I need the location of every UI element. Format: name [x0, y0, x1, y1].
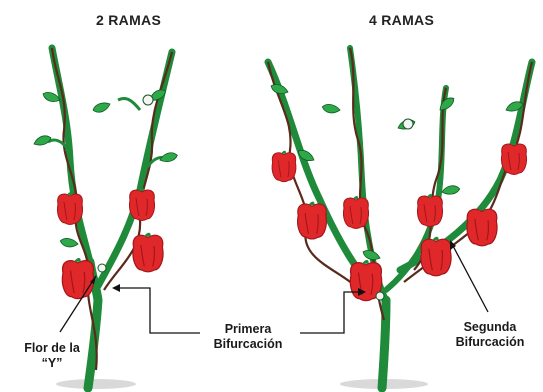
pepper [467, 207, 497, 246]
pepper [129, 188, 154, 221]
leaf [441, 184, 460, 195]
flower [98, 264, 106, 272]
label-primera-line2: Bifurcación [198, 337, 298, 352]
leaf [321, 103, 340, 114]
branch-left [52, 48, 90, 262]
label-primera-line1: Primera [198, 322, 298, 337]
leaf [59, 237, 78, 248]
segunda-pointer [452, 244, 488, 312]
pepper [421, 237, 451, 276]
label-flor-line2: “Y” [6, 356, 98, 371]
pepper [417, 194, 442, 227]
label-primera-bifurcacion: Primera Bifurcación [198, 322, 298, 352]
plant-two-branches [32, 48, 178, 389]
leaf [159, 151, 179, 164]
label-flor-de-la-y: Flor de la “Y” [6, 341, 98, 371]
label-flor-line1: Flor de la [6, 341, 98, 356]
pepper [272, 151, 296, 182]
leaf [32, 134, 52, 148]
primera-pointer-right [300, 292, 360, 333]
flower [376, 292, 384, 300]
pepper [298, 202, 327, 239]
pepper [133, 233, 163, 272]
label-segunda-bifurcacion: Segunda Bifurcación [438, 320, 542, 350]
leaf [92, 100, 112, 114]
pepper [343, 196, 368, 229]
flower [143, 95, 153, 105]
label-segunda-line1: Segunda [438, 320, 542, 335]
pepper [501, 142, 526, 175]
flower [403, 119, 413, 129]
ground-shadow [56, 379, 136, 389]
pepper [57, 192, 82, 225]
primera-pointer-left [118, 288, 200, 333]
label-segunda-line2: Bifurcación [438, 335, 542, 350]
pepper [62, 258, 93, 299]
